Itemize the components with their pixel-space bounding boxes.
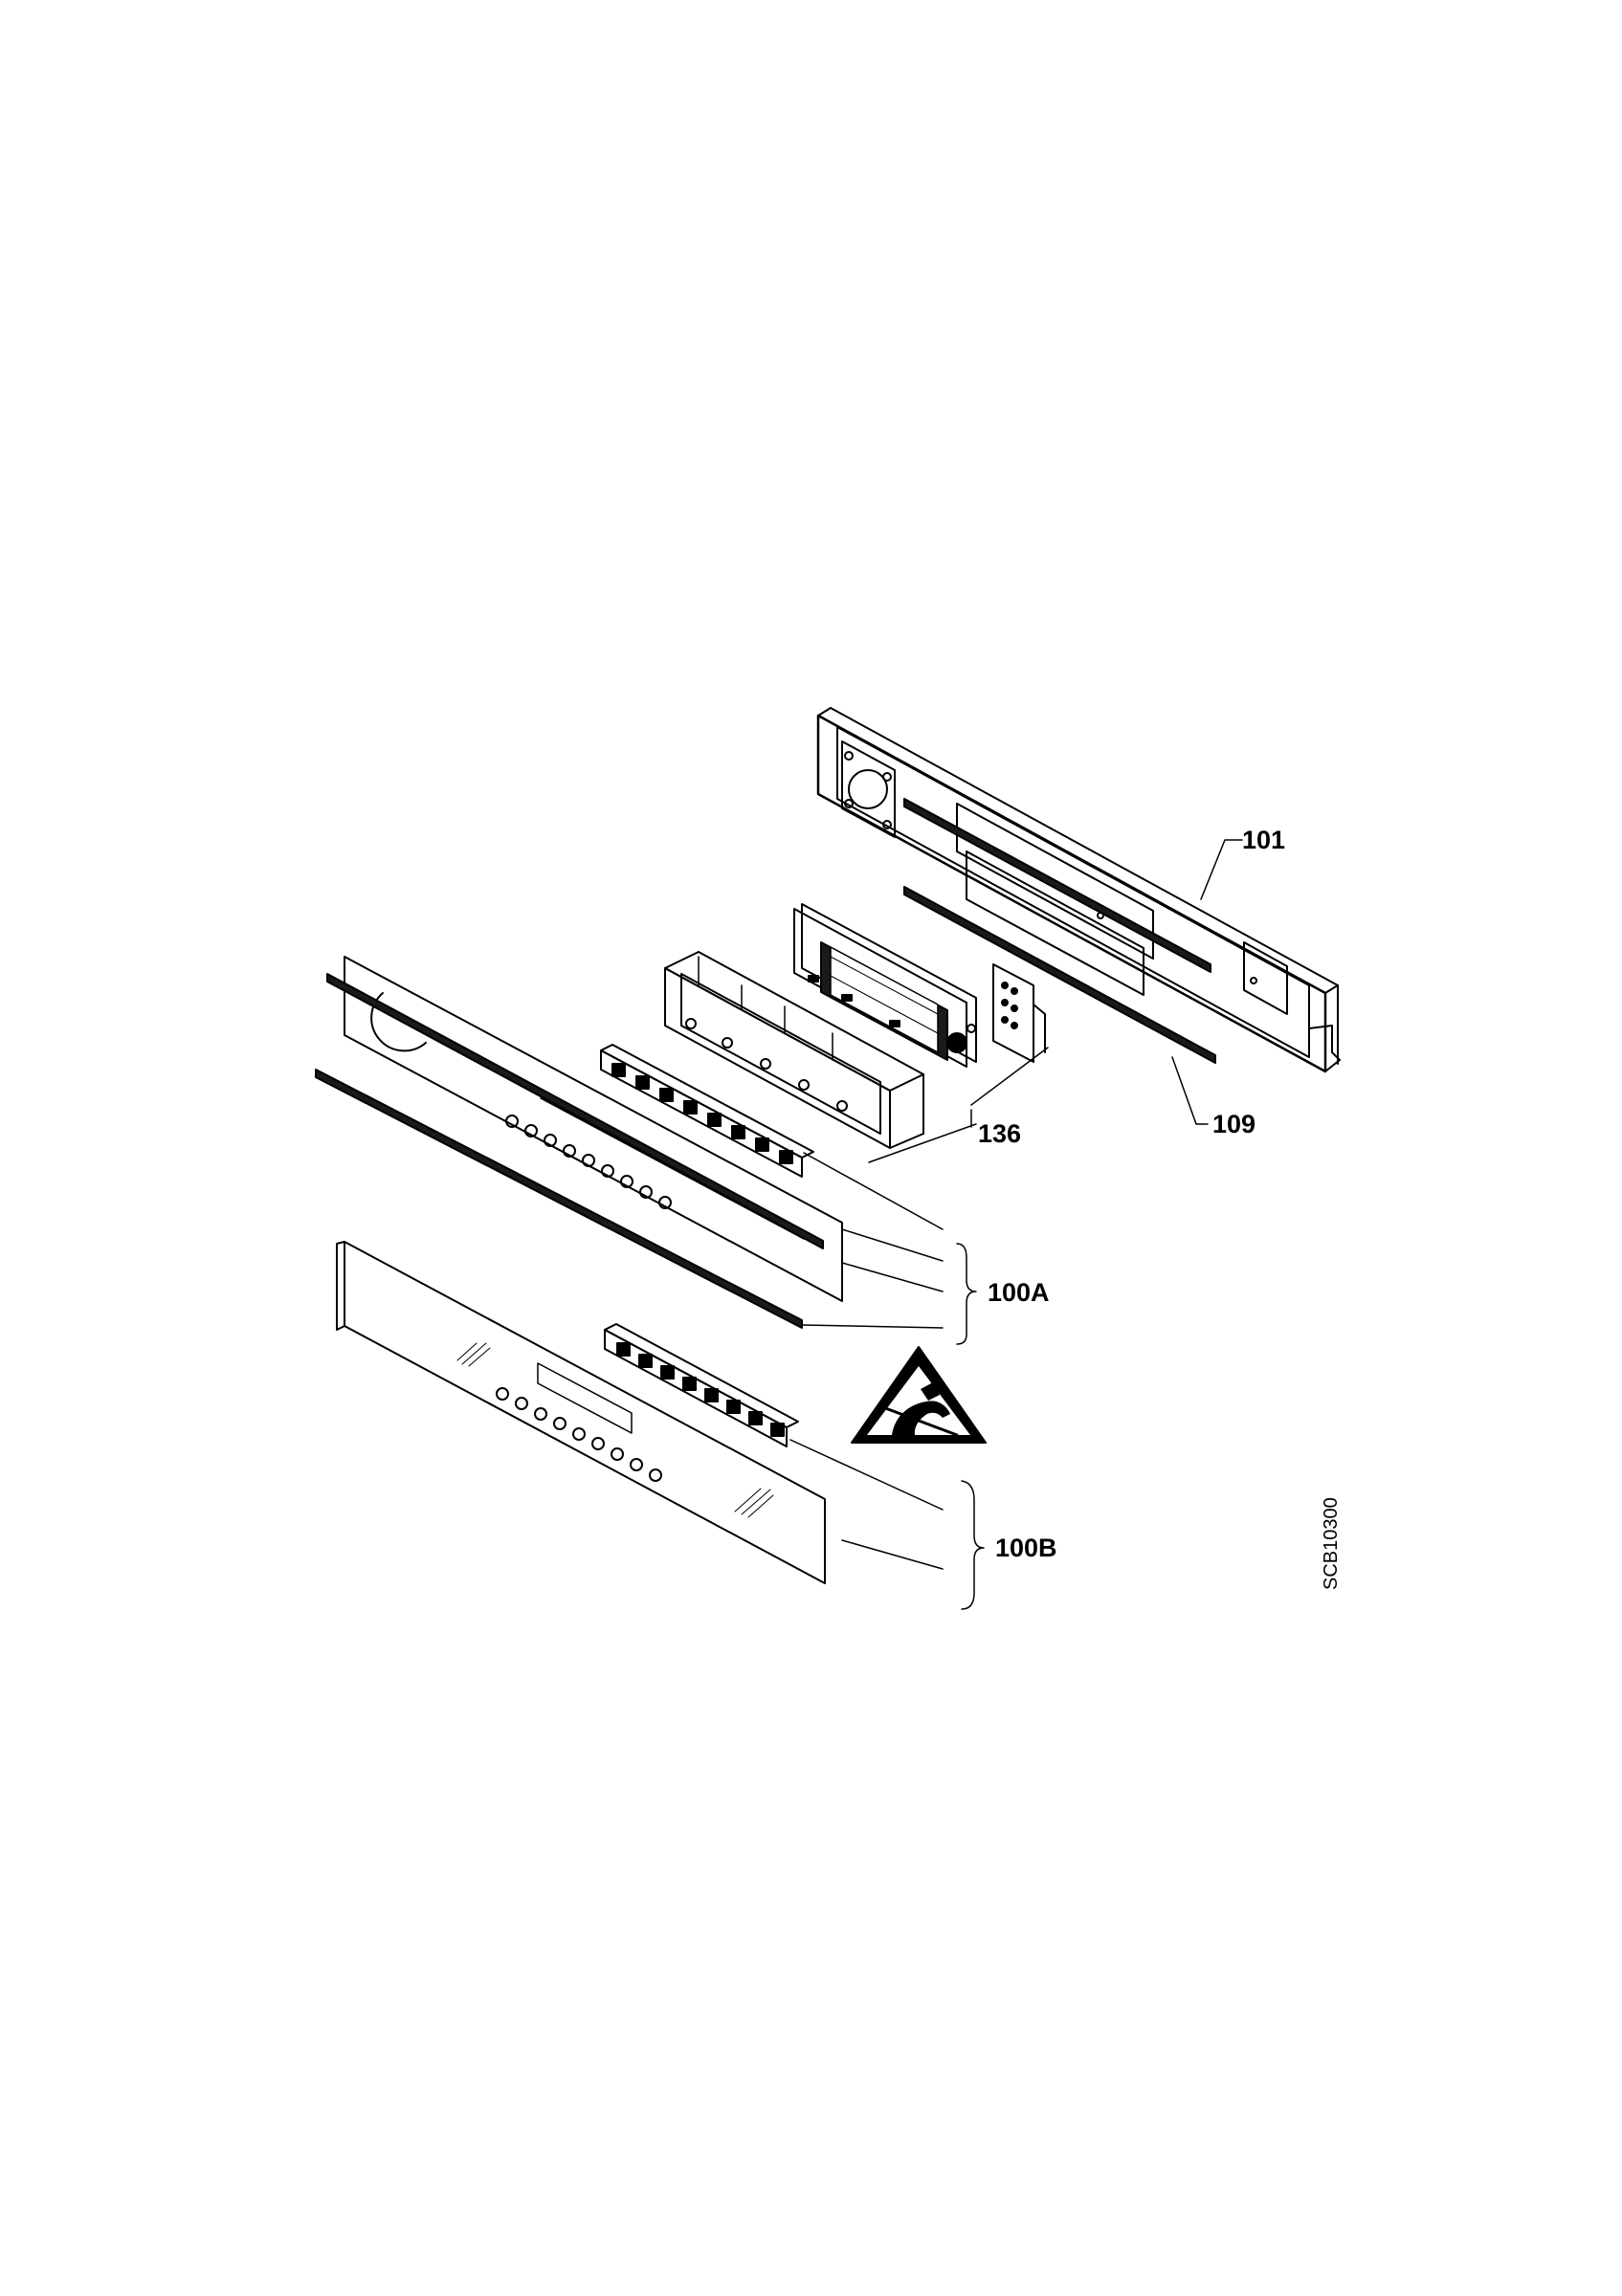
button-strip-upper	[600, 1044, 814, 1178]
glass-reflection-marks	[456, 1342, 774, 1518]
callout-109: 109	[1212, 1110, 1256, 1138]
housing-box-part-136	[664, 951, 924, 1149]
leader-lines	[789, 839, 1243, 1610]
display-board-assembly	[793, 903, 977, 1068]
callout-136: 136	[978, 1119, 1022, 1148]
seal-strips-part-109	[903, 798, 1216, 1064]
callout-100b: 100B	[995, 1534, 1057, 1562]
drawing-code: SCB10300	[1321, 1497, 1342, 1590]
button-strip-lower	[604, 1323, 799, 1447]
callout-101: 101	[1242, 826, 1286, 854]
front-panel-100b	[336, 1241, 826, 1584]
small-module-board	[992, 963, 1046, 1063]
front-panel-100a	[315, 956, 843, 1329]
callout-100a: 100A	[988, 1278, 1050, 1307]
esd-warning-icon	[851, 1346, 987, 1444]
